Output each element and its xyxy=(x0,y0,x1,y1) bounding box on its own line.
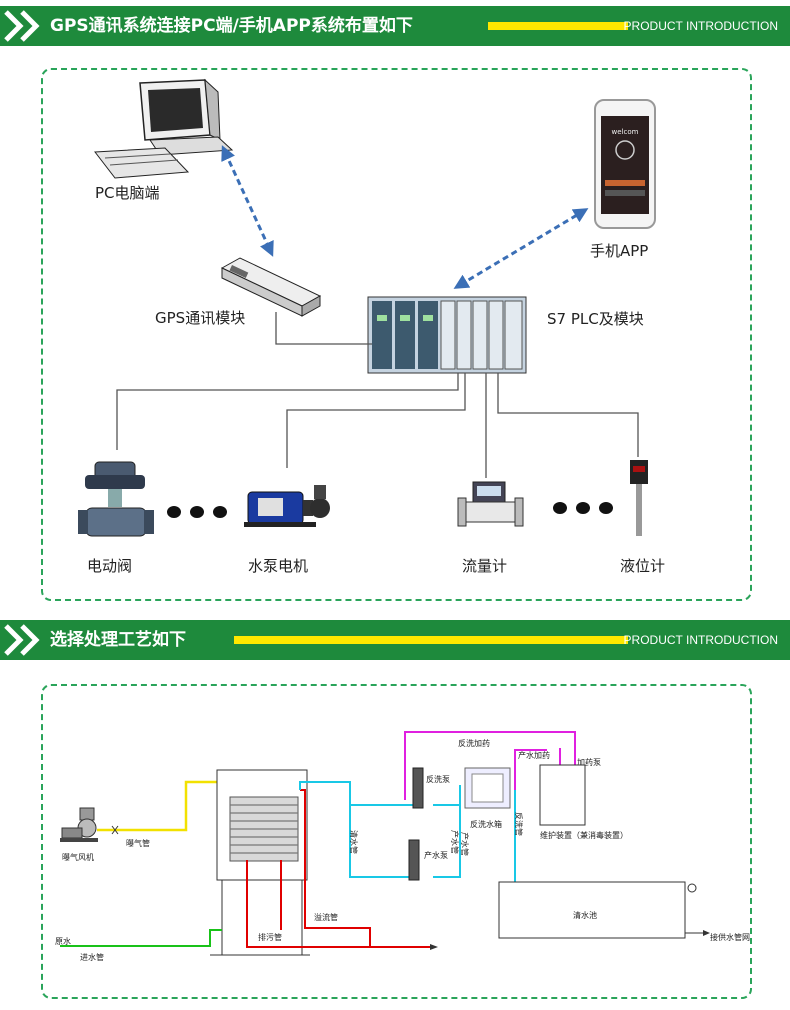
inlet-pipe-label: 进水管 xyxy=(80,952,104,962)
maintenance-unit xyxy=(539,764,586,826)
dosing-pump-label: 加药泵 xyxy=(577,757,601,767)
backwash-pump-icon xyxy=(412,767,424,809)
raw-water-label: 原水 xyxy=(55,936,71,946)
pc-gps-link-arrow xyxy=(221,145,274,257)
section2-frame xyxy=(41,684,752,999)
plc-label: S7 PLC及模块 xyxy=(547,310,644,328)
drain-pipe-label: 排污管 xyxy=(258,932,282,942)
double-chevron-icon xyxy=(4,10,40,42)
pc-computer-icon xyxy=(94,78,234,179)
production-pump-icon xyxy=(408,839,420,881)
blower-label: 曝气风机 xyxy=(62,852,94,862)
section1-title: GPS通讯系统连接PC端/手机APP系统布置如下 xyxy=(50,16,413,36)
section2-title: 选择处理工艺如下 xyxy=(50,630,186,650)
pump-motor-icon xyxy=(244,485,330,527)
section2-accent-bar xyxy=(234,636,628,644)
overflow-pipe-label: 溢流管 xyxy=(314,912,338,922)
pc-label: PC电脑端 xyxy=(95,184,160,202)
inlet-pipe-line xyxy=(60,929,222,947)
valve-label: 电动阀 xyxy=(87,557,132,575)
level-meter-icon xyxy=(630,460,648,536)
ellipsis-dots-left xyxy=(167,506,227,518)
clear-water-tank xyxy=(498,881,710,939)
section1-accent-bar xyxy=(488,22,628,30)
flow-label: 流量计 xyxy=(462,557,507,575)
aeration-blower-icon xyxy=(60,807,98,842)
section1-banner: GPS通讯系统连接PC端/手机APP系统布置如下 PRODUCT INTRODU… xyxy=(0,6,790,46)
supply-label: 接供水管网 xyxy=(710,932,750,942)
plc-app-link-arrow xyxy=(453,208,589,289)
wiring xyxy=(116,312,639,478)
electric-valve-icon xyxy=(78,461,154,537)
phone-screen-text: welcom xyxy=(612,128,639,136)
drain-overflow-pipes xyxy=(246,789,430,948)
flow-meter-icon xyxy=(457,481,524,527)
backwash-pump-label: 反洗泵 xyxy=(426,774,450,784)
app-label: 手机APP xyxy=(590,242,648,260)
clear-tank-label: 清水池 xyxy=(573,910,597,920)
aeration-pipe-label: 曝气管 xyxy=(126,838,150,848)
backwash-dosing-pipes xyxy=(404,731,576,800)
section1-intro: PRODUCT INTRODUCTION xyxy=(623,19,778,33)
pipe-label-4: 产水管 xyxy=(460,832,470,856)
production-water-pipes xyxy=(299,781,516,882)
production-dosing-label: 产水加药 xyxy=(518,750,550,760)
gps-label: GPS通讯模块 xyxy=(155,309,245,327)
mobile-phone-icon: welcom xyxy=(594,99,656,229)
double-chevron-icon xyxy=(4,624,40,656)
production-pump-label: 产水泵 xyxy=(424,850,448,860)
pipe-label-2: 产水管 xyxy=(450,830,460,854)
level-label: 液位计 xyxy=(620,557,665,575)
section2-banner: 选择处理工艺如下 PRODUCT INTRODUCTION xyxy=(0,620,790,660)
ellipsis-dots-right xyxy=(553,502,613,514)
aeration-pipe-line xyxy=(97,780,232,832)
section2-intro: PRODUCT INTRODUCTION xyxy=(623,633,778,647)
plc-rack-icon xyxy=(367,296,527,374)
pipe-label-3: 反洗管 xyxy=(514,812,524,836)
backwash-tank-icon xyxy=(464,767,511,809)
pump-label: 水泵电机 xyxy=(248,557,308,575)
backwash-dosing-label: 反洗加药 xyxy=(458,738,490,748)
membrane-tank xyxy=(210,769,310,956)
pipe-label-1: 清水管 xyxy=(349,830,359,854)
maintenance-label: 维护装置（兼消毒装置） xyxy=(540,830,628,840)
section1-frame xyxy=(41,68,752,601)
backwash-tank-label: 反洗水箱 xyxy=(470,819,502,829)
gps-module-icon xyxy=(220,257,322,317)
